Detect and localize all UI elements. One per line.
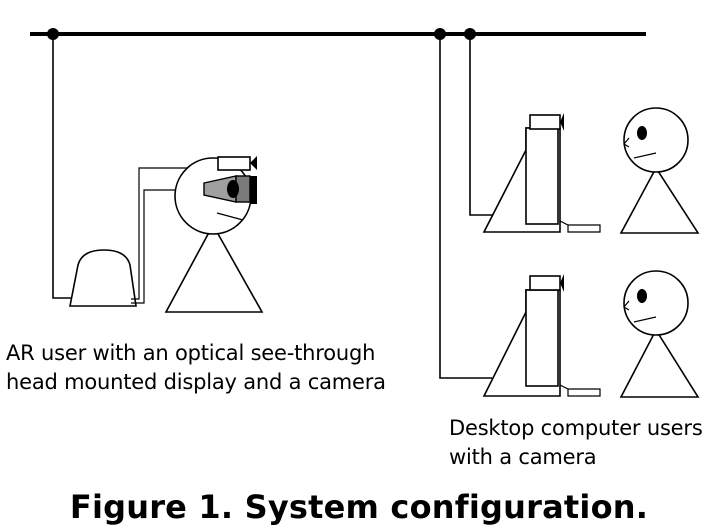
wearable-computer bbox=[69, 249, 137, 307]
desk-camera-top bbox=[529, 114, 561, 130]
desk-tower-top bbox=[525, 127, 559, 225]
desktop-station-top bbox=[482, 107, 700, 234]
desktop-user-top-body bbox=[619, 166, 700, 234]
desktop-station-bottom bbox=[482, 270, 700, 398]
head-camera bbox=[217, 156, 251, 171]
ar-user-with-hmd bbox=[69, 156, 264, 313]
desk-camera-bottom bbox=[529, 275, 561, 291]
desk-tower-bottom bbox=[525, 289, 559, 387]
network-bus bbox=[30, 28, 646, 40]
desktop-user-bottom-body bbox=[619, 328, 700, 398]
figure-title: Figure 1. System configuration. bbox=[69, 488, 649, 526]
ar-user-body bbox=[164, 223, 264, 313]
ar-user-caption: AR user with an optical see-through head… bbox=[6, 341, 386, 394]
desktop-users-caption: Desktop computer users with a camera bbox=[449, 416, 703, 469]
ar-user-eye bbox=[227, 180, 239, 198]
desktop-user-bottom-head bbox=[623, 270, 689, 336]
desktop-user-top-head bbox=[623, 107, 689, 173]
connection-wires bbox=[52, 34, 496, 379]
